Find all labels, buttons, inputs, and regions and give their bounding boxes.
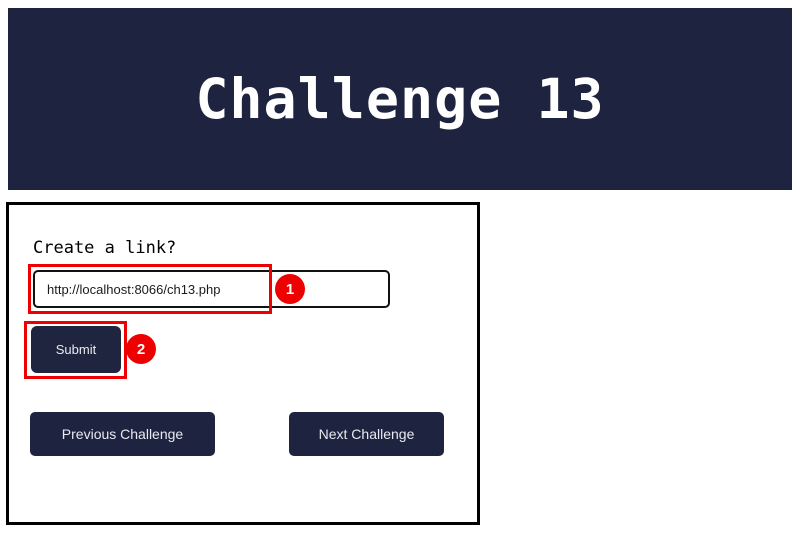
- header-banner: Challenge 13: [8, 8, 792, 190]
- page-title: Challenge 13: [195, 66, 605, 131]
- next-challenge-button[interactable]: Next Challenge: [289, 412, 444, 456]
- submit-button[interactable]: Submit: [31, 326, 121, 373]
- previous-challenge-button[interactable]: Previous Challenge: [30, 412, 215, 456]
- url-input[interactable]: [33, 270, 390, 308]
- create-link-label: Create a link?: [33, 238, 177, 258]
